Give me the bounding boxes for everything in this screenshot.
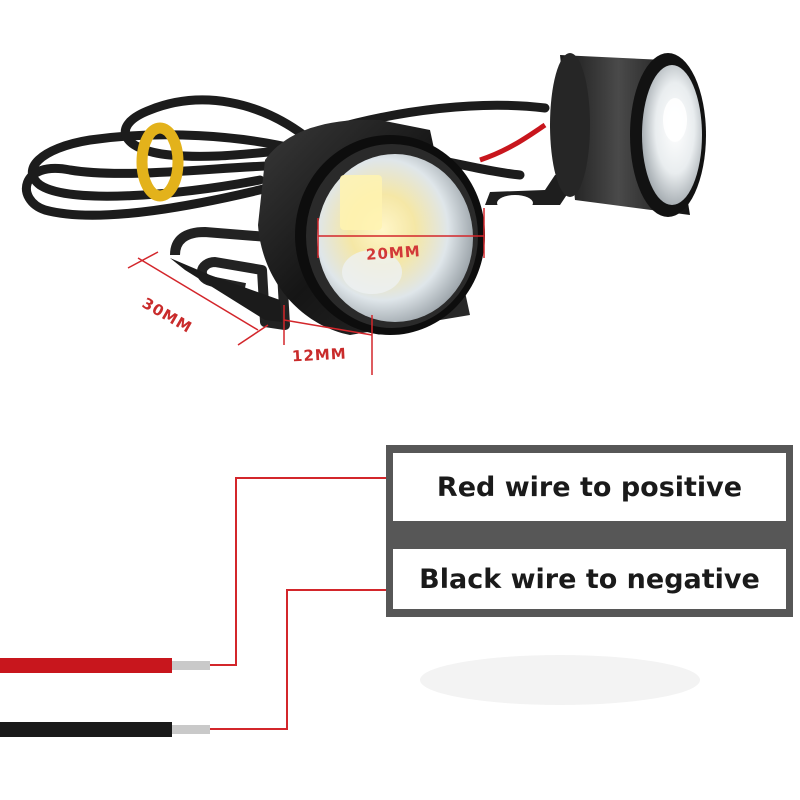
red-wire-label: Red wire to positive (393, 453, 786, 521)
black-wire-label: Black wire to negative (393, 549, 786, 609)
red-wire-leader (210, 477, 386, 666)
black-wire-tip (172, 725, 210, 734)
red-wire-tip (172, 661, 210, 670)
red-wire (0, 658, 172, 673)
front-light (258, 119, 485, 335)
wiring-label-panel: Red wire to positive Black wire to negat… (386, 445, 793, 617)
rear-light (550, 53, 706, 217)
cable-tie (136, 122, 184, 202)
black-wire-leader (210, 589, 386, 730)
black-wire (0, 722, 172, 737)
dimension-lines (127, 208, 485, 375)
